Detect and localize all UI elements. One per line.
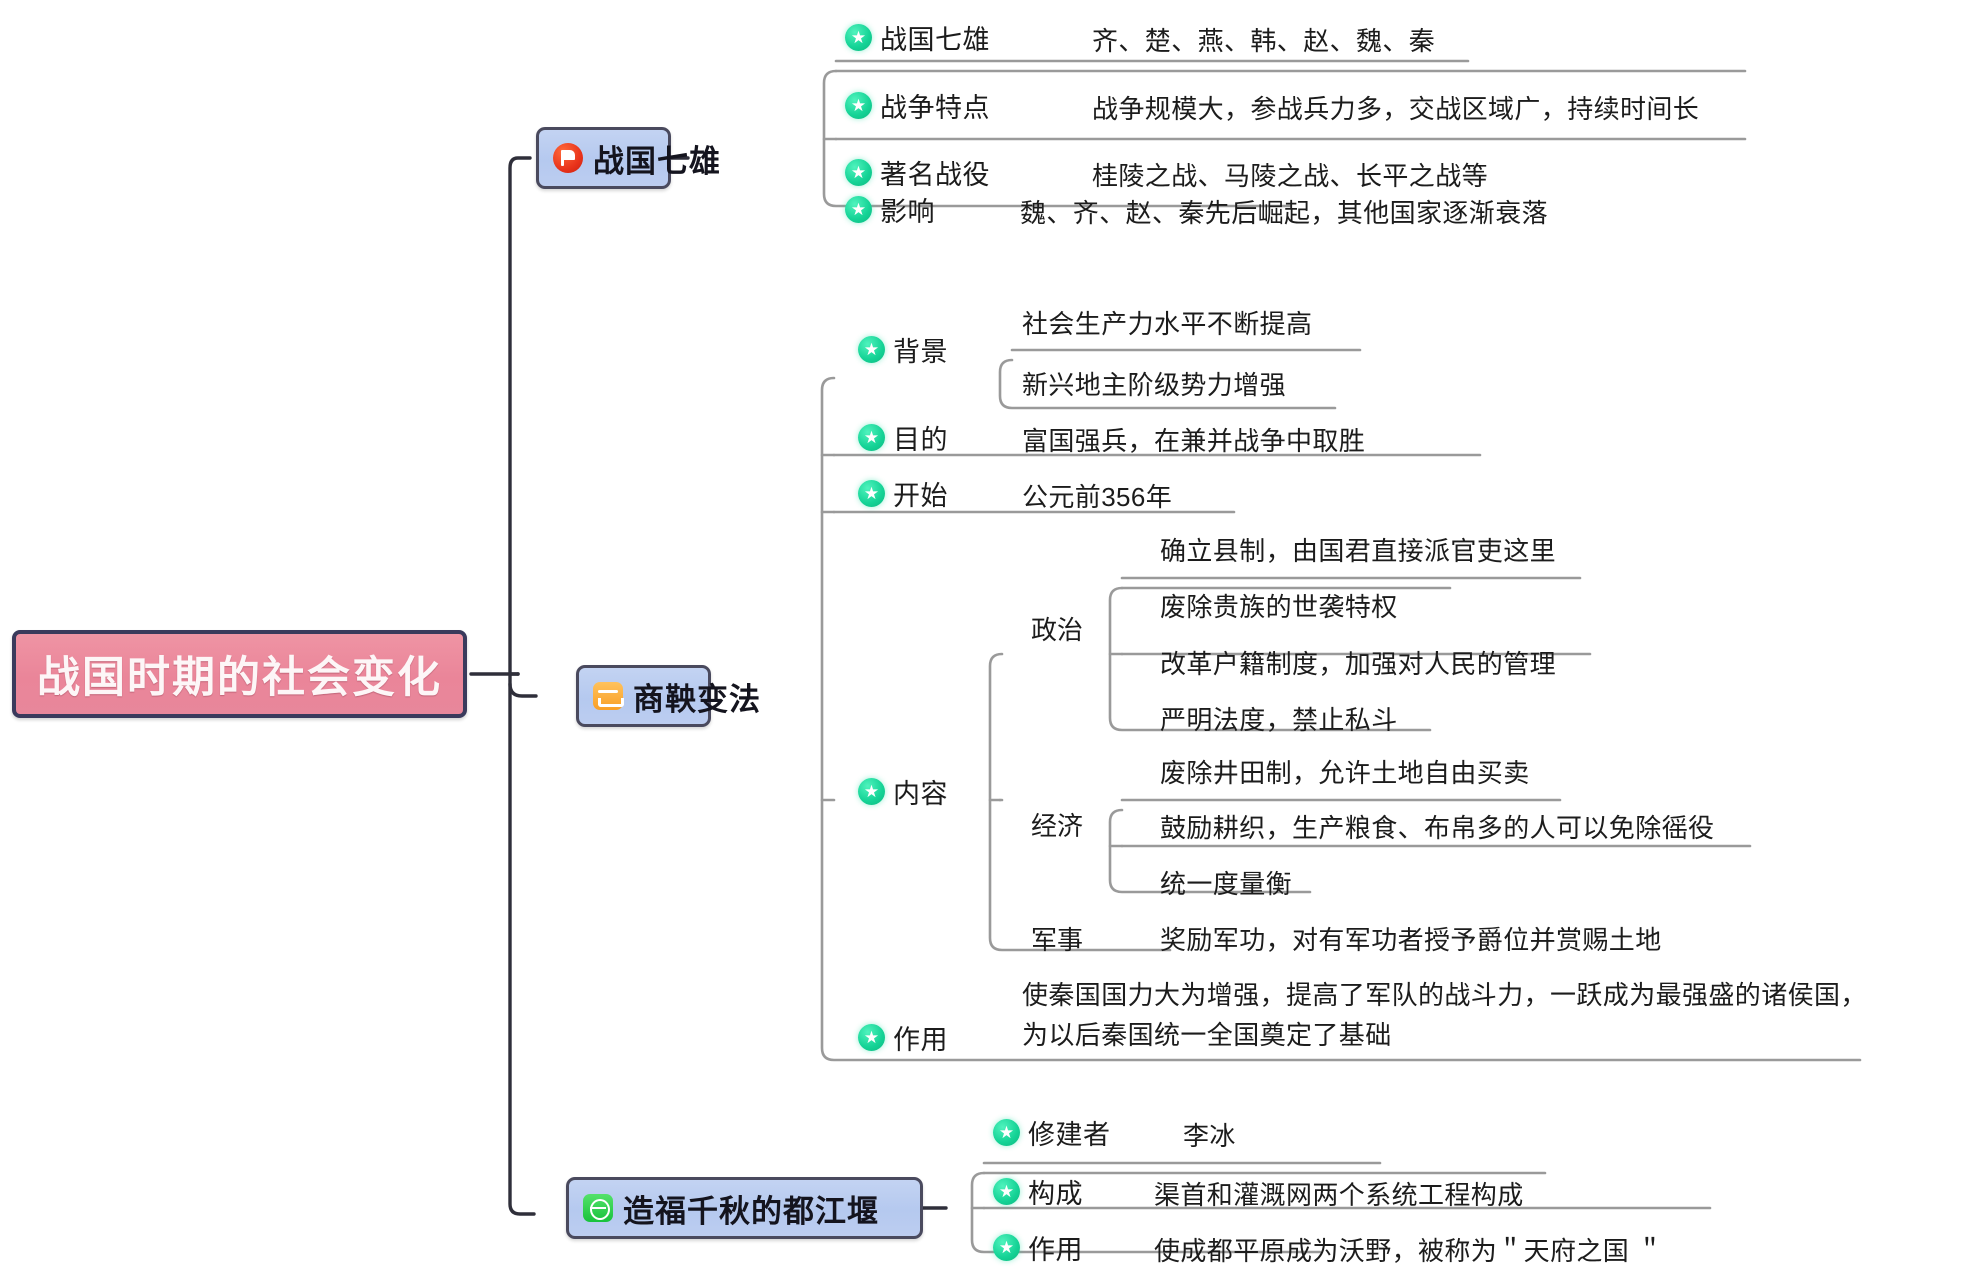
- leaf-value-influence: 魏、齐、赵、秦先后崛起，其他国家逐渐衰落: [1020, 198, 1549, 228]
- leaf-key: 战国七雄: [845, 18, 990, 57]
- leaf-key: 内容: [858, 772, 948, 811]
- branch-label: 商鞅变法: [633, 681, 761, 717]
- leaf-key: 著名战役: [845, 153, 990, 192]
- leaf-start[interactable]: 开始: [858, 474, 948, 513]
- branch-node-dujiangyan[interactable]: 造福千秋的都江堰: [566, 1177, 923, 1239]
- root-node[interactable]: 战国时期的社会变化: [12, 630, 467, 718]
- green-star-icon: [858, 1024, 885, 1051]
- leaf-purpose[interactable]: 目的: [858, 418, 948, 457]
- green-star-icon: [858, 778, 885, 805]
- leaf-value-builder: 李冰: [1183, 1121, 1236, 1151]
- leaf-key: 作用: [993, 1228, 1083, 1267]
- root-title: 战国时期的社会变化: [37, 654, 442, 702]
- green-star-icon: [993, 1119, 1020, 1146]
- group-item-zhengzhi-3: 改革户籍制度，加强对人民的管理: [1160, 649, 1557, 679]
- branch-label: 战国七雄: [593, 143, 721, 179]
- green-star-icon: [993, 1234, 1020, 1261]
- leaf-effect-dujiangyan[interactable]: 作用: [993, 1228, 1083, 1267]
- leaf-content[interactable]: 内容: [858, 772, 948, 811]
- leaf-value-qixiong-list: 齐、楚、燕、韩、赵、魏、秦: [1092, 26, 1436, 56]
- branch-node-shangyang-bianfa[interactable]: 商鞅变法: [576, 665, 760, 727]
- leaf-value-background-2: 新兴地主阶级势力增强: [1022, 370, 1287, 400]
- group-item-junshi-1: 奖励军功，对有军功者授予爵位并赏赐土地: [1160, 925, 1662, 955]
- group-item-jingji-2: 鼓励耕织，生产粮食、布帛多的人可以免除徭役: [1160, 813, 1715, 843]
- group-label-junshi: 军事: [1031, 925, 1084, 955]
- leaf-value-effect-shangyang: 使秦国国力大为增强，提高了军队的战斗力，一跃成为最强盛的诸侯国，为以后秦国统一全…: [1022, 980, 1867, 1051]
- leaf-value-famous-battles: 桂陵之战、马陵之战、长平之战等: [1092, 161, 1489, 191]
- group-item-zhengzhi-4: 严明法度，禁止私斗: [1160, 705, 1398, 735]
- leaf-influence[interactable]: 影响: [845, 190, 935, 229]
- leaf-key: 目的: [858, 418, 948, 457]
- group-item-jingji-3: 统一度量衡: [1160, 869, 1293, 899]
- leaf-famous-battles[interactable]: 著名战役: [845, 153, 990, 192]
- green-globe-icon: [583, 1194, 613, 1222]
- leaf-value-purpose: 富国强兵，在兼并战争中取胜: [1022, 426, 1366, 456]
- group-label-zhengzhi: 政治: [1031, 615, 1084, 645]
- leaf-key: 修建者: [993, 1113, 1111, 1152]
- leaf-war-features[interactable]: 战争特点: [845, 86, 990, 125]
- leaf-key: 战争特点: [845, 86, 990, 125]
- green-star-icon: [993, 1178, 1020, 1205]
- red-flag-icon: [553, 143, 583, 173]
- group-item-zhengzhi-1: 确立县制，由国君直接派官吏这里: [1160, 536, 1557, 566]
- leaf-composition[interactable]: 构成: [993, 1172, 1083, 1211]
- leaf-value-composition: 渠首和灌溉网两个系统工程构成: [1154, 1180, 1524, 1210]
- leaf-value-background-1: 社会生产力水平不断提高: [1022, 309, 1313, 339]
- green-star-icon: [858, 336, 885, 363]
- leaf-value-effect-dujiangyan: 使成都平原成为沃野，被称为＂天府之国 ＂: [1154, 1236, 1664, 1266]
- leaf-qixiong-list[interactable]: 战国七雄: [845, 18, 990, 57]
- green-star-icon: [845, 92, 872, 119]
- leaf-background[interactable]: 背景: [858, 330, 948, 369]
- leaf-key: 开始: [858, 474, 948, 513]
- leaf-value-start: 公元前356年: [1022, 482, 1173, 512]
- branch-label: 造福千秋的都江堰: [623, 1193, 879, 1229]
- leaf-key: 作用: [858, 1018, 948, 1057]
- green-star-icon: [858, 424, 885, 451]
- branch-node-zhanguo-qixiong[interactable]: 战国七雄: [536, 127, 720, 189]
- leaf-builder[interactable]: 修建者: [993, 1113, 1111, 1152]
- green-star-icon: [845, 24, 872, 51]
- green-star-icon: [845, 196, 872, 223]
- orange-scale-icon: [593, 682, 624, 710]
- green-star-icon: [845, 159, 872, 186]
- leaf-key: 影响: [845, 190, 935, 229]
- leaf-key: 构成: [993, 1172, 1083, 1211]
- group-item-jingji-1: 废除井田制，允许土地自由买卖: [1160, 758, 1530, 788]
- group-item-zhengzhi-2: 废除贵族的世袭特权: [1160, 592, 1398, 622]
- leaf-key: 背景: [858, 330, 948, 369]
- leaf-effect-shangyang[interactable]: 作用: [858, 1018, 948, 1057]
- group-label-jingji: 经济: [1031, 811, 1084, 841]
- green-star-icon: [858, 480, 885, 507]
- leaf-value-war-features: 战争规模大，参战兵力多，交战区域广，持续时间长: [1092, 94, 1700, 124]
